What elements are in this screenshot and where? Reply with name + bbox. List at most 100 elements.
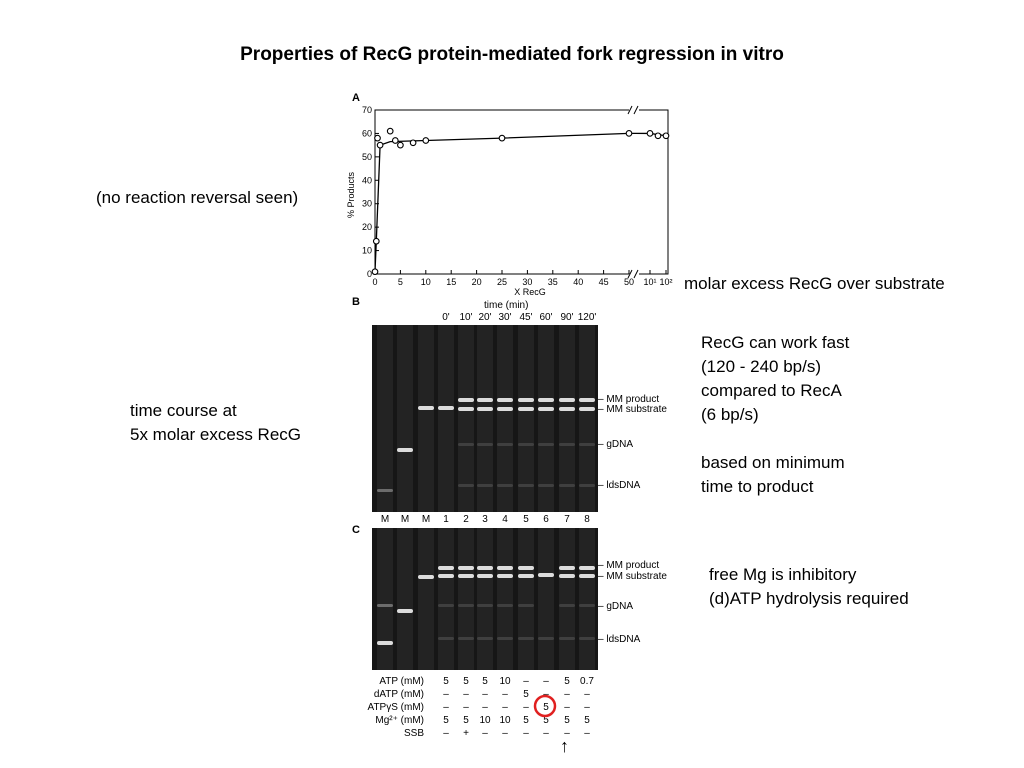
data-point bbox=[422, 137, 430, 144]
gel-b-label-mm-product: – MM product bbox=[598, 394, 660, 405]
time-label: 60' bbox=[539, 312, 553, 323]
gel-lane bbox=[458, 325, 474, 512]
condition-value: – bbox=[523, 702, 529, 713]
condition-value: – bbox=[584, 702, 590, 713]
data-point bbox=[391, 137, 399, 144]
condition-value: – bbox=[523, 728, 529, 739]
condition-value: – bbox=[482, 689, 488, 700]
lane-label: 1 bbox=[443, 514, 449, 525]
gel-band bbox=[477, 566, 493, 570]
gel-lane bbox=[518, 528, 534, 670]
lane-label: M bbox=[421, 514, 431, 525]
condition-value: – bbox=[584, 728, 590, 739]
condition-label: ATP (mM) bbox=[379, 676, 424, 687]
condition-value: 10 bbox=[499, 715, 511, 726]
gel-band bbox=[518, 637, 534, 640]
band-label: ldsDNA bbox=[606, 634, 641, 645]
note-line: based on minimum bbox=[701, 453, 845, 472]
gel-band bbox=[477, 484, 493, 487]
gel-lane bbox=[559, 528, 575, 670]
gel-band bbox=[559, 407, 575, 411]
gel-c-label-ldsdna: – ldsDNA bbox=[598, 634, 641, 645]
x-tick-label: 5 bbox=[398, 277, 403, 287]
x-tick-label: 25 bbox=[497, 277, 507, 287]
panel-b-letter: B bbox=[352, 296, 360, 308]
gel-lane bbox=[497, 325, 513, 512]
gel-band bbox=[518, 407, 534, 411]
time-label: 20' bbox=[478, 312, 492, 323]
note-line: (120 - 240 bp/s) bbox=[701, 357, 822, 376]
gel-band bbox=[438, 604, 454, 607]
gel-band bbox=[497, 574, 513, 578]
x-tick-label: 40 bbox=[573, 277, 583, 287]
gel-band bbox=[377, 604, 393, 607]
condition-value: 5 bbox=[564, 715, 570, 726]
gel-lane bbox=[497, 528, 513, 670]
condition-value: – bbox=[463, 689, 469, 700]
gel-band bbox=[497, 443, 513, 446]
data-point bbox=[386, 127, 394, 135]
time-label: 10' bbox=[459, 312, 473, 323]
x-tick-label: 0 bbox=[372, 277, 377, 287]
gel-lane bbox=[377, 325, 393, 512]
data-point bbox=[376, 141, 384, 149]
condition-value: – bbox=[543, 689, 549, 700]
axis-break-mask bbox=[629, 270, 639, 278]
condition-value: – bbox=[502, 702, 508, 713]
gel-c-label-mm-product: – MM product bbox=[598, 560, 660, 571]
gel-band bbox=[559, 484, 575, 487]
gel-band bbox=[559, 637, 575, 640]
gel-band bbox=[559, 574, 575, 578]
axis-break-mask bbox=[629, 106, 639, 114]
condition-value: – bbox=[443, 689, 449, 700]
data-point bbox=[654, 132, 662, 140]
gel-band bbox=[438, 406, 454, 410]
gel-band bbox=[458, 604, 474, 607]
gel-band bbox=[579, 604, 595, 607]
gel-band bbox=[418, 575, 434, 579]
lane-label: 4 bbox=[502, 514, 508, 525]
x-tick-label: 10¹ bbox=[643, 277, 656, 287]
gel-band bbox=[579, 398, 595, 402]
gel-lane bbox=[377, 528, 393, 670]
condition-value: 5 bbox=[523, 689, 529, 700]
x-tick-label: 10² bbox=[659, 277, 672, 287]
band-label: ldsDNA bbox=[606, 480, 641, 491]
lane-label: 6 bbox=[543, 514, 549, 525]
condition-value: – bbox=[584, 689, 590, 700]
condition-value: 5 bbox=[523, 715, 529, 726]
gel-band bbox=[518, 398, 534, 402]
gel-band bbox=[559, 398, 575, 402]
note-line: time to product bbox=[701, 477, 814, 496]
gel-band bbox=[458, 407, 474, 411]
gel-band bbox=[377, 489, 393, 492]
x-tick-label: 35 bbox=[548, 277, 558, 287]
y-tick-label: 20 bbox=[362, 222, 372, 232]
gel-lane bbox=[418, 325, 434, 512]
gel-band bbox=[458, 574, 474, 578]
y-axis-label: % Products bbox=[346, 171, 356, 218]
gel-lane bbox=[518, 325, 534, 512]
gel-band bbox=[438, 637, 454, 640]
gel-lane bbox=[458, 528, 474, 670]
gel-band bbox=[418, 406, 434, 410]
gel-lane bbox=[438, 325, 454, 512]
gel-band bbox=[477, 604, 493, 607]
gel-band bbox=[477, 443, 493, 446]
condition-value: – bbox=[482, 702, 488, 713]
x-axis-label: X RecG bbox=[514, 287, 546, 297]
condition-label: ATPγS (mM) bbox=[367, 702, 424, 713]
condition-label: dATP (mM) bbox=[373, 689, 424, 700]
gel-lane bbox=[538, 528, 554, 670]
x-tick-label: 20 bbox=[472, 277, 482, 287]
gel-lane bbox=[418, 528, 434, 670]
gel-band bbox=[538, 573, 554, 577]
lane-label: M bbox=[380, 514, 390, 525]
gel-band bbox=[497, 407, 513, 411]
condition-value: 0.7 bbox=[580, 676, 594, 687]
note-no-reversal: (no reaction reversal seen) bbox=[96, 188, 299, 207]
gel-lane bbox=[438, 528, 454, 670]
gel-lane bbox=[538, 325, 554, 512]
y-tick-label: 50 bbox=[362, 152, 372, 162]
condition-value: 5 bbox=[443, 676, 449, 687]
